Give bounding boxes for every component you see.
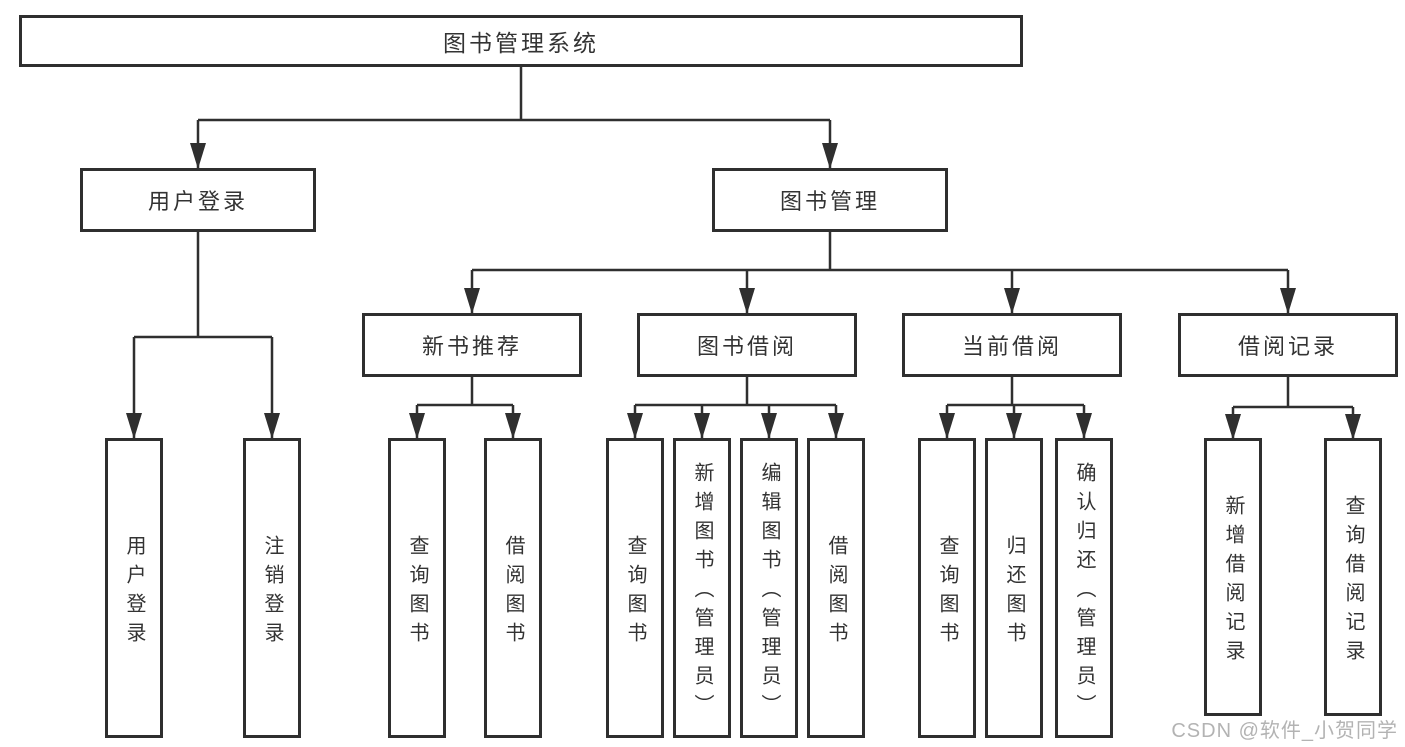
node-rec-borrow-books: 借阅图书 [484, 438, 542, 738]
node-label: 图书借阅 [696, 334, 797, 359]
edge-line [947, 377, 1084, 407]
node-book-borrowing: 图书借阅 [637, 313, 857, 377]
node-bb-borrow-books: 借阅图书 [807, 438, 865, 738]
node-bb-edit-books-admin: 编辑图书（管理员） [740, 438, 798, 738]
node-book-management-module: 图书管理 [712, 168, 948, 232]
node-label: 查询借阅记录 [1342, 494, 1364, 669]
edges-user-login [126, 232, 280, 439]
edges-borrow-records [1225, 377, 1361, 440]
node-label: 注销登录 [261, 534, 283, 651]
node-label: 查询图书 [624, 534, 646, 651]
node-label: 图书管理系统 [443, 30, 599, 56]
edges-current-borrowing [939, 377, 1092, 439]
node-rec-query-books: 查询图书 [388, 438, 446, 738]
node-logout: 注销登录 [243, 438, 301, 738]
edge-line [1233, 377, 1353, 409]
node-cb-confirm-return-admin: 确认归还（管理员） [1055, 438, 1113, 738]
node-label: 借阅记录 [1237, 334, 1338, 359]
edge-line [134, 232, 272, 339]
node-user-login: 用户登录 [105, 438, 163, 738]
node-label: 用户登录 [147, 189, 248, 214]
edges-book-management [464, 232, 1296, 314]
node-label: 编辑图书（管理员） [758, 462, 780, 723]
edge-line [472, 232, 1288, 272]
node-label: 查询图书 [406, 534, 428, 651]
node-label: 借阅图书 [502, 534, 524, 651]
node-query-borrowing-record: 查询借阅记录 [1324, 438, 1382, 716]
node-label: 确认归还（管理员） [1073, 462, 1095, 723]
node-bb-query-books: 查询图书 [606, 438, 664, 738]
node-label: 用户登录 [123, 534, 145, 651]
node-library-management-system: 图书管理系统 [19, 15, 1023, 67]
edge-line [198, 67, 830, 122]
node-label: 新增图书（管理员） [691, 462, 713, 723]
node-cb-return-books: 归还图书 [985, 438, 1043, 738]
node-new-book-recommendation: 新书推荐 [362, 313, 582, 377]
node-bb-add-books-admin: 新增图书（管理员） [673, 438, 731, 738]
node-user-login-module: 用户登录 [80, 168, 316, 232]
node-label: 新增借阅记录 [1222, 494, 1244, 669]
node-cb-query-books: 查询图书 [918, 438, 976, 738]
node-label: 新书推荐 [421, 334, 522, 359]
node-label: 当前借阅 [961, 334, 1062, 359]
csdn-watermark: CSDN @软件_小贺同学 [1171, 720, 1398, 742]
node-current-borrowing: 当前借阅 [902, 313, 1122, 377]
node-label: 归还图书 [1003, 534, 1025, 651]
edges-book-borrowing [627, 377, 844, 439]
node-label: 图书管理 [779, 189, 880, 214]
node-borrowing-records: 借阅记录 [1178, 313, 1398, 377]
node-add-borrowing-record: 新增借阅记录 [1204, 438, 1262, 716]
edges-new-book-recommend [409, 377, 521, 439]
edge-line [635, 377, 836, 407]
node-label: 借阅图书 [825, 534, 847, 651]
edge-line [417, 377, 513, 407]
edges-root [190, 67, 838, 169]
node-label: 查询图书 [936, 534, 958, 651]
